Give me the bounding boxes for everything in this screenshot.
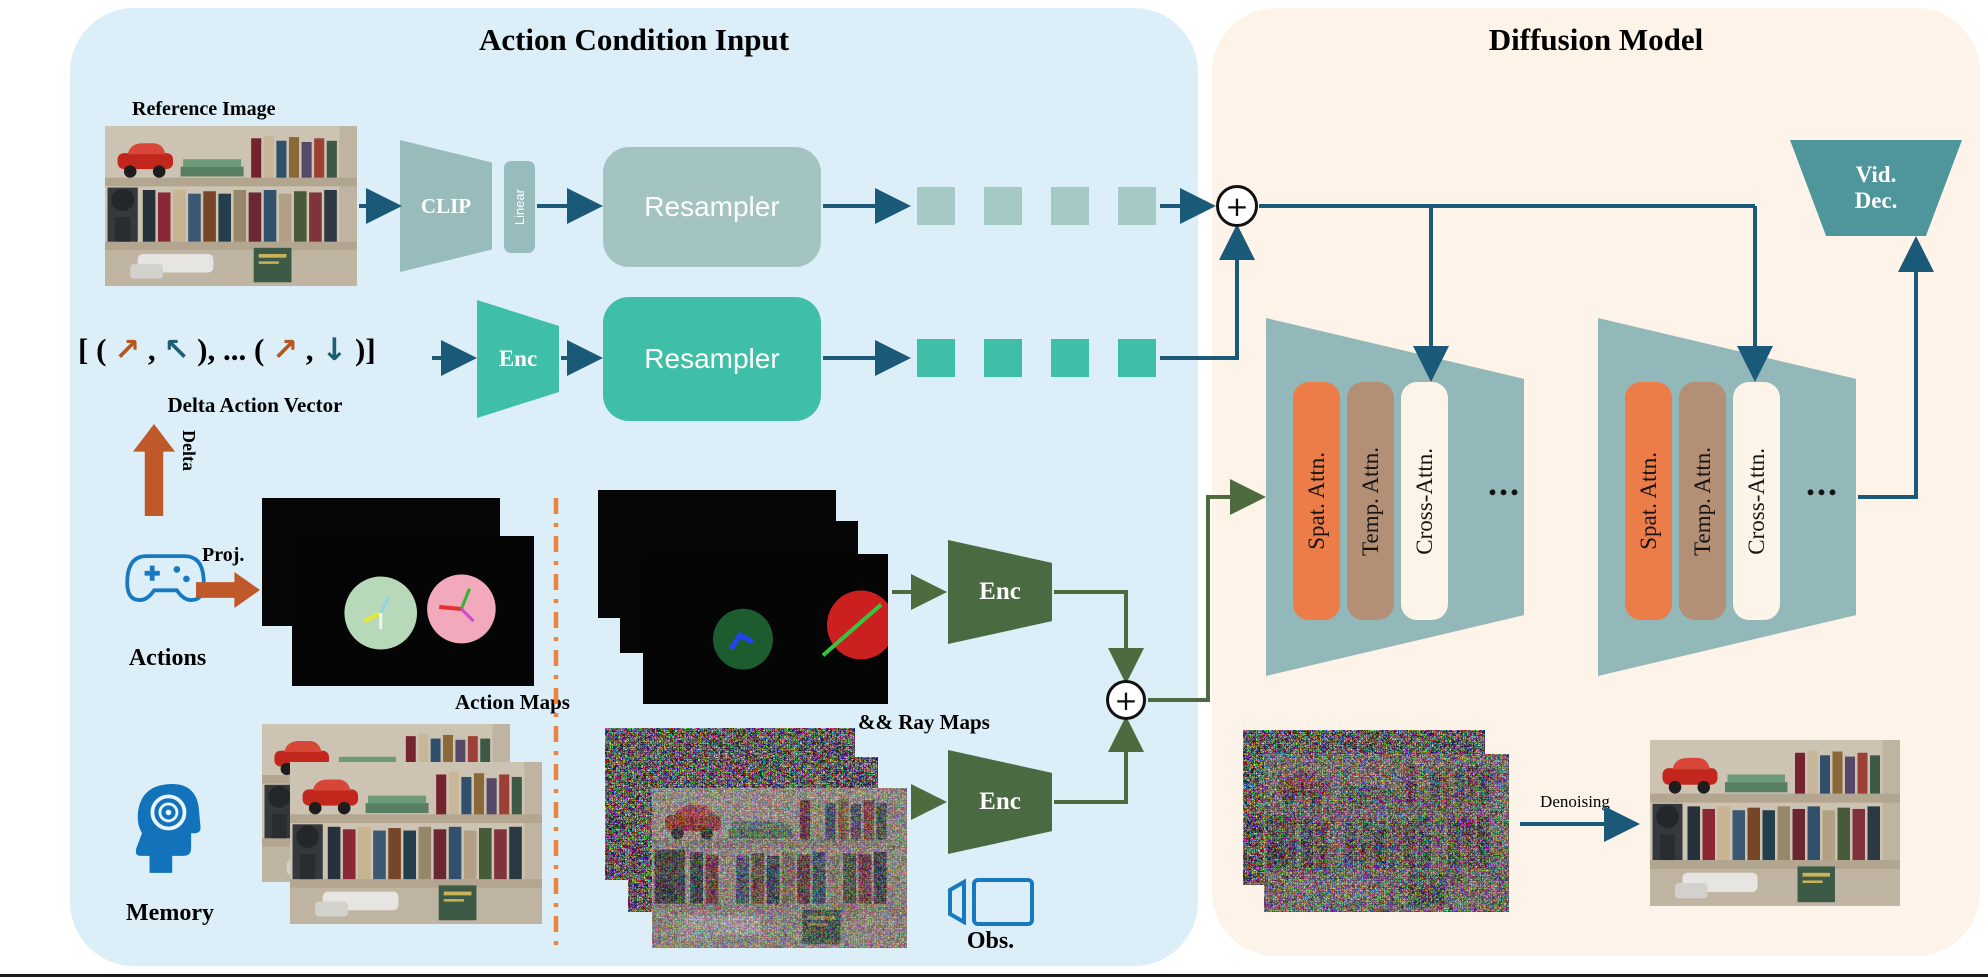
cross-attn-block: Cross-Attn. bbox=[1733, 382, 1780, 620]
cross-attn-label: Cross-Attn. bbox=[1411, 447, 1437, 555]
denoised-output-image bbox=[1650, 740, 1900, 906]
reference-image bbox=[105, 126, 357, 286]
enc-label: Enc bbox=[498, 346, 538, 371]
expr-comma: , bbox=[147, 332, 156, 367]
spatial-attn-label: Spat. Attn. bbox=[1635, 452, 1661, 550]
enc-label: Enc bbox=[979, 788, 1021, 815]
ellipsis: ... bbox=[1488, 463, 1521, 503]
linear-layer: Linear bbox=[504, 161, 535, 253]
expr-comma: , bbox=[305, 332, 314, 367]
ray-maps-label: && Ray Maps bbox=[858, 710, 990, 734]
temporal-attn-label: Temp. Attn. bbox=[1357, 446, 1383, 556]
temporal-attn-block: Temp. Attn. bbox=[1679, 382, 1726, 620]
resampler-action: Resampler bbox=[603, 297, 821, 421]
obs-label: Obs. bbox=[966, 928, 1015, 954]
add-maps-node: + bbox=[1106, 680, 1146, 720]
action-arrow-icon: ↖ bbox=[163, 332, 190, 368]
noisy-obs-front bbox=[652, 788, 907, 948]
token-square bbox=[917, 187, 955, 225]
cross-attn-block: Cross-Attn. bbox=[1401, 382, 1448, 620]
spatial-attn-block: Spat. Attn. bbox=[1625, 382, 1672, 620]
vid-dec-label-line1: Vid. bbox=[1855, 162, 1897, 187]
resampler-image: Resampler bbox=[603, 147, 821, 267]
token-square bbox=[1051, 339, 1089, 377]
action-arrow-icon: ↗ bbox=[114, 332, 141, 368]
proj-label: Proj. bbox=[202, 544, 245, 566]
enc-label: Enc bbox=[979, 578, 1021, 605]
action-maps-label: Action Maps bbox=[455, 690, 570, 714]
action-arrow-icon: ↓ bbox=[321, 332, 348, 368]
action-arrow-icon: ↗ bbox=[272, 332, 299, 368]
expr-middle: ), ... ( bbox=[197, 332, 265, 367]
denoising-label: Denoising bbox=[1540, 792, 1610, 811]
add-condition-node: + bbox=[1216, 185, 1258, 227]
memory-photo-front bbox=[290, 762, 542, 924]
ellipsis: ... bbox=[1806, 463, 1839, 503]
delta-action-vector-expr: [ ( ↗ , ↖ ), ... ( ↗ , ↓ )] bbox=[78, 332, 376, 368]
token-square bbox=[984, 187, 1022, 225]
linear-label: Linear bbox=[512, 188, 527, 226]
clip-encoder: CLIP bbox=[400, 140, 492, 272]
action-map-frame-front bbox=[292, 536, 534, 686]
action-condition-title: Action Condition Input bbox=[478, 22, 790, 57]
memory-label: Memory bbox=[126, 900, 214, 926]
delta-arrow-label: Delta bbox=[179, 430, 199, 471]
token-square bbox=[1051, 187, 1089, 225]
noisy-latent-front bbox=[1264, 754, 1509, 912]
actions-label: Actions bbox=[128, 645, 207, 671]
clip-label: CLIP bbox=[420, 193, 472, 218]
token-square bbox=[984, 339, 1022, 377]
gamepad-icon bbox=[118, 538, 213, 616]
token-square bbox=[1118, 187, 1156, 225]
token-square bbox=[917, 339, 955, 377]
cross-attn-label: Cross-Attn. bbox=[1743, 447, 1769, 555]
spatial-attn-block: Spat. Attn. bbox=[1293, 382, 1340, 620]
expr-close: )] bbox=[355, 332, 376, 367]
ray-map-frame-front bbox=[643, 554, 888, 704]
diffusion-model-title: Diffusion Model bbox=[1488, 22, 1704, 57]
delta-action-vector-label: Delta Action Vector bbox=[167, 393, 343, 417]
spatial-attn-label: Spat. Attn. bbox=[1303, 452, 1329, 550]
temporal-attn-block: Temp. Attn. bbox=[1347, 382, 1394, 620]
token-square bbox=[1118, 339, 1156, 377]
bottom-rule bbox=[0, 974, 1988, 977]
vid-dec-label-line2: Dec. bbox=[1854, 188, 1898, 213]
memory-head-icon bbox=[125, 778, 210, 878]
reference-image-label: Reference Image bbox=[132, 98, 276, 120]
obs-camera-icon bbox=[942, 876, 1042, 928]
temporal-attn-label: Temp. Attn. bbox=[1689, 446, 1715, 556]
expr-open: [ ( bbox=[78, 332, 107, 367]
